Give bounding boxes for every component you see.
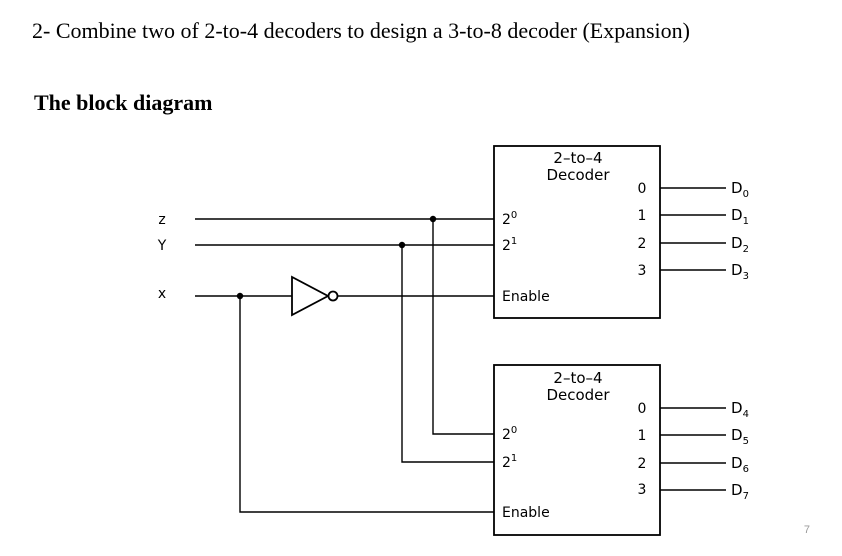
output-d0: D0 bbox=[731, 179, 749, 200]
slide-heading: 2- Combine two of 2-to-4 decoders to des… bbox=[32, 18, 690, 43]
decoder-top-pin-2-1: 21 bbox=[502, 236, 517, 254]
output-d2: D2 bbox=[731, 234, 749, 255]
decoder-top-box bbox=[493, 145, 661, 319]
output-d7: D7 bbox=[731, 481, 749, 502]
output-d1: D1 bbox=[731, 206, 749, 227]
decoder-bottom-out-0: 0 bbox=[638, 401, 647, 417]
output-d5: D5 bbox=[731, 426, 749, 447]
input-label-z: z bbox=[158, 212, 165, 228]
wire-z-branch bbox=[432, 219, 494, 435]
wire-x-branch bbox=[239, 296, 494, 513]
decoder-top-out-0: 0 bbox=[638, 181, 647, 197]
input-label-y: Y bbox=[157, 238, 167, 254]
output-d6: D6 bbox=[731, 454, 749, 475]
decoder-bottom-title-1: 2–to–4 bbox=[553, 369, 602, 387]
output-d4: D4 bbox=[731, 399, 749, 420]
decoder-top-enable: Enable bbox=[502, 289, 550, 305]
decoder-bottom-box bbox=[493, 364, 661, 536]
wire-y-branch bbox=[401, 245, 494, 463]
decoder-top-pin-2-0: 20 bbox=[502, 210, 517, 228]
decoder-top: 2–to–4 Decoder 20 21 Enable 0 1 2 3 bbox=[493, 145, 661, 319]
decoder-bottom-out-1: 1 bbox=[638, 428, 647, 444]
decoder-top-out-1: 1 bbox=[638, 208, 647, 224]
input-label-x: x bbox=[158, 286, 166, 302]
decoder-bottom-enable: Enable bbox=[502, 505, 550, 521]
decoder-bottom-out-3: 3 bbox=[638, 482, 647, 498]
decoder-top-out-3: 3 bbox=[638, 263, 647, 279]
decoder-top-title-2: Decoder bbox=[546, 166, 610, 184]
inverter-bubble bbox=[327, 290, 339, 302]
decoder-bottom-pin-2-1: 21 bbox=[502, 453, 517, 471]
decoder-bottom-title-2: Decoder bbox=[546, 386, 610, 404]
decoder-bottom-out-2: 2 bbox=[638, 456, 647, 472]
inverter-gate bbox=[291, 275, 330, 317]
decoder-bottom: 2–to–4 Decoder 20 21 Enable 0 1 2 3 bbox=[493, 364, 661, 536]
decoder-bottom-pin-2-0: 20 bbox=[502, 425, 517, 443]
section-title: The block diagram bbox=[34, 90, 213, 115]
decoder-top-out-2: 2 bbox=[638, 236, 647, 252]
page-number: 7 bbox=[803, 524, 810, 536]
output-d3: D3 bbox=[731, 261, 749, 282]
decoder-top-title-1: 2–to–4 bbox=[553, 149, 602, 167]
